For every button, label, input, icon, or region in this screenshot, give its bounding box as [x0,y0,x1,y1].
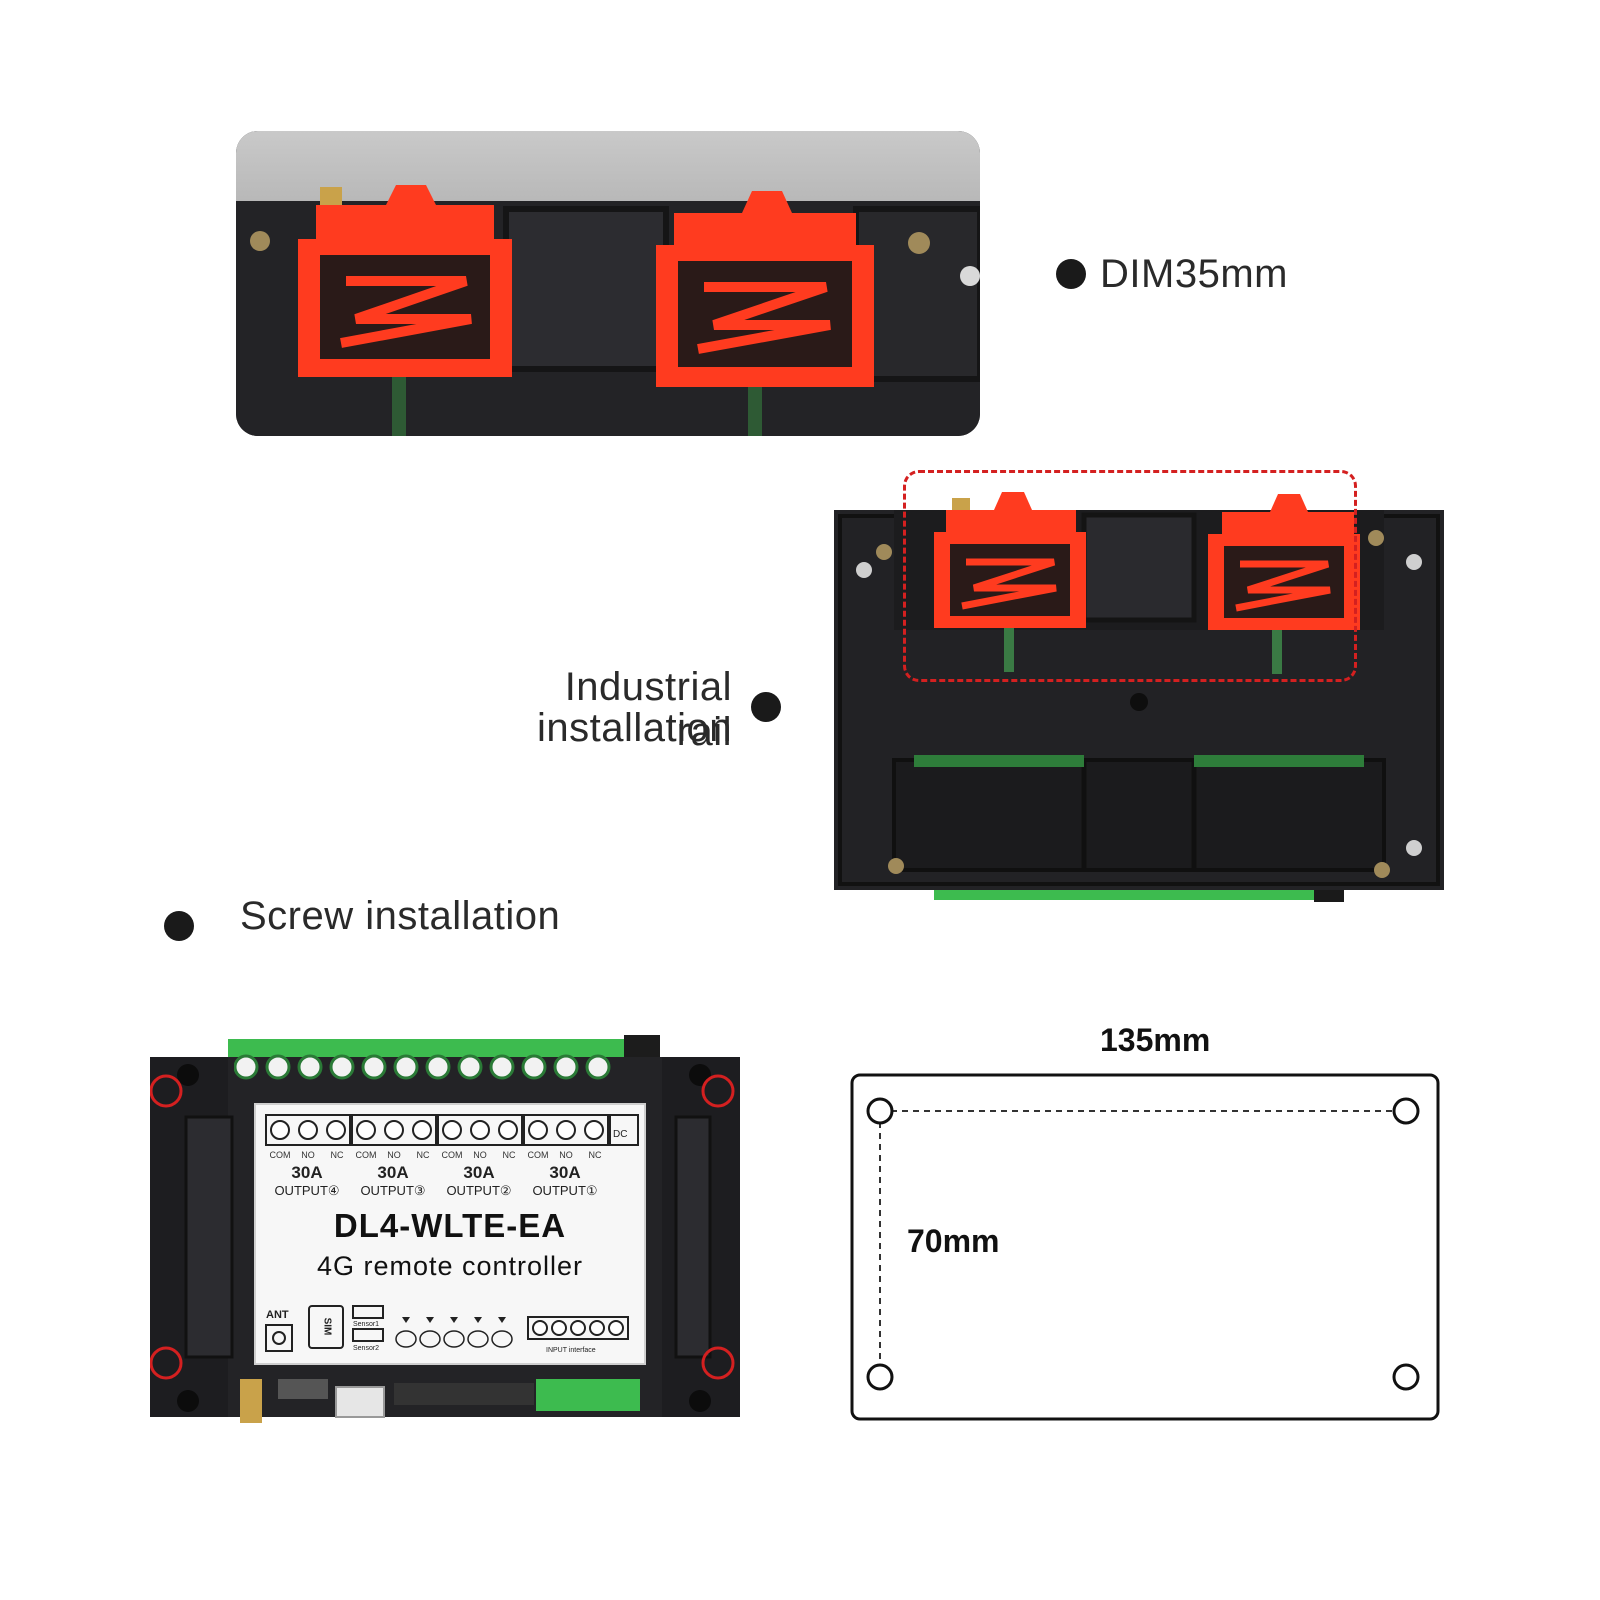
top-terminal-block [233,1047,618,1087]
output-current: 30A [549,1163,581,1182]
mounting-hole [866,1363,894,1391]
industrial-rail-label-line2: installation [536,706,732,750]
output-label: OUTPUT③ [360,1183,426,1198]
output-block: 30A OUTPUT② [436,1163,522,1199]
output-current: 30A [377,1163,409,1182]
device-model: DL4-WLTE-EA [333,1207,567,1244]
device-label-panel: DC COM NO NC COM NO NC COM NO NC COM NO … [254,1103,646,1365]
output-current: 30A [291,1163,323,1182]
sim-slot: SIM [308,1305,344,1349]
output-block: 30A OUTPUT④ [264,1163,350,1199]
terminal-label: COM [355,1150,377,1160]
output-block: 30A OUTPUT③ [350,1163,436,1199]
terminal-label-row: COM NO NC COM NO NC COM NO NC COM NO NC [266,1150,638,1160]
device-subtitle: 4G remote controller [316,1251,584,1281]
mounting-hole [866,1097,894,1125]
terminal-label: NO [559,1150,573,1160]
mounting-hole [1392,1097,1420,1125]
output-ratings: 30A OUTPUT④ 30A OUTPUT③ 30A OUTPUT② 30A … [264,1163,608,1199]
industrial-rail-label-line1: Industrial rail [564,665,732,754]
rail-clip-highlight-box [903,470,1357,682]
device-front-photo: DC COM NO NC COM NO NC COM NO NC COM NO … [150,1035,740,1435]
bullet-industrial-rail [751,692,781,722]
terminal-label: NO [473,1150,487,1160]
terminal-label: COM [527,1150,549,1160]
output-label: OUTPUT② [446,1183,512,1198]
antenna-port-icon [265,1324,293,1352]
terminal-label: NC [416,1150,430,1160]
terminal-label: COM [269,1150,291,1160]
terminal-label: NC [330,1150,344,1160]
sensor1-label: Sensor1 [353,1321,380,1328]
sensor-header-icon [352,1305,384,1342]
ant-label: ANT [266,1309,289,1321]
terminal-label: NC [502,1150,516,1160]
output-label: OUTPUT④ [274,1183,340,1198]
sensor2-label: Sensor2 [353,1345,380,1352]
height-dimension: 70mm [907,1223,1000,1259]
status-led-icons [395,1317,513,1348]
device-back-photo [834,470,1444,910]
output-label: OUTPUT① [532,1183,598,1198]
input-interface-label: INPUT interface [546,1347,596,1354]
terminal-label: NO [301,1150,315,1160]
output-terminal-icons [265,1114,639,1146]
terminal-label: NC [588,1150,602,1160]
mounting-dimension-diagram [850,1073,1440,1421]
din-rail-label: DIM35mm [1100,252,1288,296]
width-dimension: 135mm [1100,1022,1211,1058]
din-clip-closeup-photo [236,131,980,436]
terminal-label: NO [387,1150,401,1160]
bullet-screw [164,911,194,941]
dc-label: DC [613,1129,628,1140]
terminal-label: COM [441,1150,463,1160]
bullet-din [1056,259,1086,289]
output-block: 30A OUTPUT① [522,1163,608,1199]
input-terminal-icons [527,1316,629,1340]
output-current: 30A [463,1163,495,1182]
screw-installation-label: Screw installation [240,894,561,938]
sim-label: SIM [321,1317,333,1336]
mounting-hole [1392,1363,1420,1391]
